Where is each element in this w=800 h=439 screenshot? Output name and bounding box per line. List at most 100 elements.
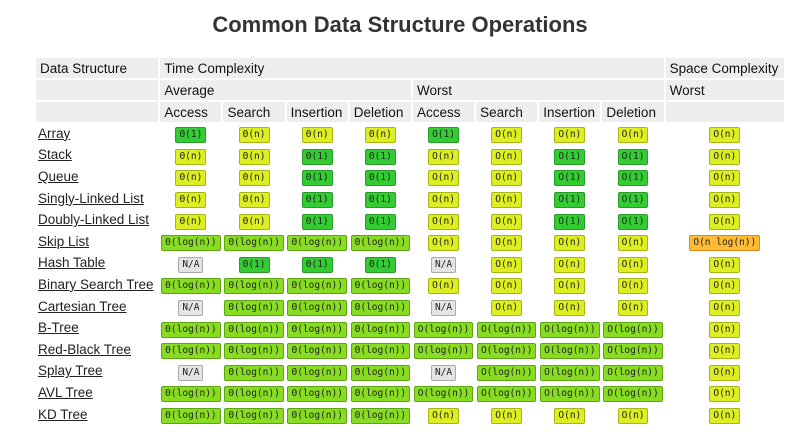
complexity-badge: O(n): [617, 127, 649, 144]
complexity-badge: O(n): [554, 127, 586, 144]
complexity-badge: Θ(n): [238, 148, 270, 165]
complexity-cell: Θ(1): [287, 167, 348, 187]
complexity-cell: O(n): [539, 124, 600, 144]
complexity-cell: O(log(n)): [539, 318, 600, 338]
complexity-badge: Θ(log(n)): [350, 386, 411, 403]
data-structure-link[interactable]: B-Tree: [38, 320, 79, 336]
header-space-worst: Worst: [665, 80, 784, 100]
complexity-badge: Θ(1): [364, 213, 396, 230]
header-op-average-deletion: Deletion: [349, 102, 411, 122]
complexity-cell: O(n): [602, 405, 663, 425]
complexity-cell: O(1): [602, 189, 663, 209]
complexity-cell: Θ(1): [287, 189, 348, 209]
complexity-cell: Θ(log(n)): [350, 340, 411, 360]
complexity-badge: Θ(n): [175, 192, 207, 209]
complexity-cell: O(n): [666, 340, 784, 360]
data-structure-link[interactable]: KD Tree: [38, 406, 88, 422]
complexity-cell: Θ(log(n)): [223, 318, 284, 338]
complexity-badge: Θ(log(n)): [224, 408, 284, 425]
data-structure-link[interactable]: Hash Table: [38, 255, 106, 271]
complexity-cell: Θ(log(n)): [223, 232, 284, 252]
data-structure-link[interactable]: Doubly-Linked List: [38, 212, 150, 228]
complexity-badge: Θ(1): [301, 256, 333, 273]
data-structure-link[interactable]: Cartesian Tree: [38, 298, 127, 314]
complexity-cell: Θ(n): [160, 167, 221, 187]
complexity-cell: O(n): [666, 254, 784, 274]
complexity-cell: N/A: [160, 362, 221, 382]
table-header: Data Structure Time Complexity Space Com…: [36, 58, 784, 122]
complexity-cell: Θ(log(n)): [287, 340, 348, 360]
complexity-cell: Θ(n): [223, 124, 284, 144]
complexity-badge: Θ(log(n)): [350, 278, 411, 295]
complexity-badge: O(n): [617, 300, 649, 317]
data-structure-link[interactable]: Splay Tree: [38, 363, 103, 379]
data-structure-link[interactable]: Stack: [38, 147, 72, 163]
complexity-cell: Θ(n): [223, 210, 284, 230]
complexity-badge: O(n): [491, 235, 523, 252]
complexity-badge: O(n): [617, 235, 649, 252]
complexity-cell: Θ(1): [350, 189, 411, 209]
row-name-cell: Queue: [36, 167, 158, 187]
complexity-badge: Θ(n): [238, 170, 270, 187]
complexity-cell: O(n): [476, 297, 537, 317]
complexity-badge: O(n): [491, 148, 523, 165]
complexity-cell: Θ(log(n)): [350, 297, 411, 317]
complexity-badge: O(n): [709, 408, 741, 425]
data-structure-link[interactable]: Skip List: [38, 233, 90, 249]
data-structure-link[interactable]: Red-Black Tree: [38, 341, 132, 357]
complexity-cell: O(n): [539, 297, 600, 317]
complexity-cell: Θ(log(n)): [160, 405, 221, 425]
data-structure-link[interactable]: Queue: [38, 168, 79, 184]
data-structure-link[interactable]: AVL Tree: [38, 384, 93, 400]
complexity-cell: Θ(log(n)): [223, 297, 284, 317]
header-op-worst-search: Search: [476, 102, 538, 122]
complexity-cell: O(n): [476, 254, 537, 274]
complexity-cell: O(log(n)): [413, 383, 474, 403]
complexity-cell: O(log(n)): [539, 383, 600, 403]
complexity-badge: O(n): [617, 278, 649, 295]
complexity-cell: Θ(log(n)): [223, 383, 284, 403]
complexity-badge: Θ(log(n)): [287, 278, 347, 295]
complexity-cell: O(n): [666, 146, 784, 166]
complexity-badge: O(log(n)): [603, 343, 663, 360]
complexity-cell: Θ(1): [350, 254, 411, 274]
complexity-badge: O(1): [617, 170, 649, 187]
complexity-cell: O(1): [539, 189, 600, 209]
complexity-badge: N/A: [430, 256, 457, 273]
complexity-badge: O(n): [709, 300, 741, 317]
complexity-badge: Θ(1): [301, 213, 333, 230]
complexity-cell: O(log(n)): [476, 340, 537, 360]
complexity-cell: N/A: [160, 297, 221, 317]
complexity-badge: Θ(1): [364, 170, 396, 187]
complexity-badge: O(n): [709, 256, 741, 273]
complexity-cell: O(log(n)): [602, 340, 663, 360]
data-structure-link[interactable]: Binary Search Tree: [38, 276, 154, 292]
complexity-cell: Θ(log(n)): [160, 318, 221, 338]
data-structure-link[interactable]: Singly-Linked List: [38, 190, 144, 206]
complexity-cell: O(n): [413, 405, 474, 425]
complexity-badge: Θ(log(n)): [287, 364, 347, 381]
data-structure-link[interactable]: Array: [38, 125, 71, 141]
complexity-badge: O(n): [554, 256, 586, 273]
row-name-cell: Array: [36, 124, 158, 144]
complexity-badge: O(log(n)): [413, 343, 474, 360]
row-name-cell: Splay Tree: [36, 362, 158, 382]
complexity-cell: O(n): [539, 405, 600, 425]
row-name-cell: Hash Table: [36, 254, 158, 274]
complexity-badge: Θ(log(n)): [350, 343, 411, 360]
complexity-badge: O(n): [491, 213, 523, 230]
complexity-cell: Θ(1): [287, 254, 348, 274]
complexity-badge: Θ(log(n)): [287, 235, 347, 252]
complexity-badge: Θ(n): [238, 213, 270, 230]
complexity-badge: O(n log(n)): [689, 235, 761, 252]
complexity-badge: O(n): [491, 256, 523, 273]
